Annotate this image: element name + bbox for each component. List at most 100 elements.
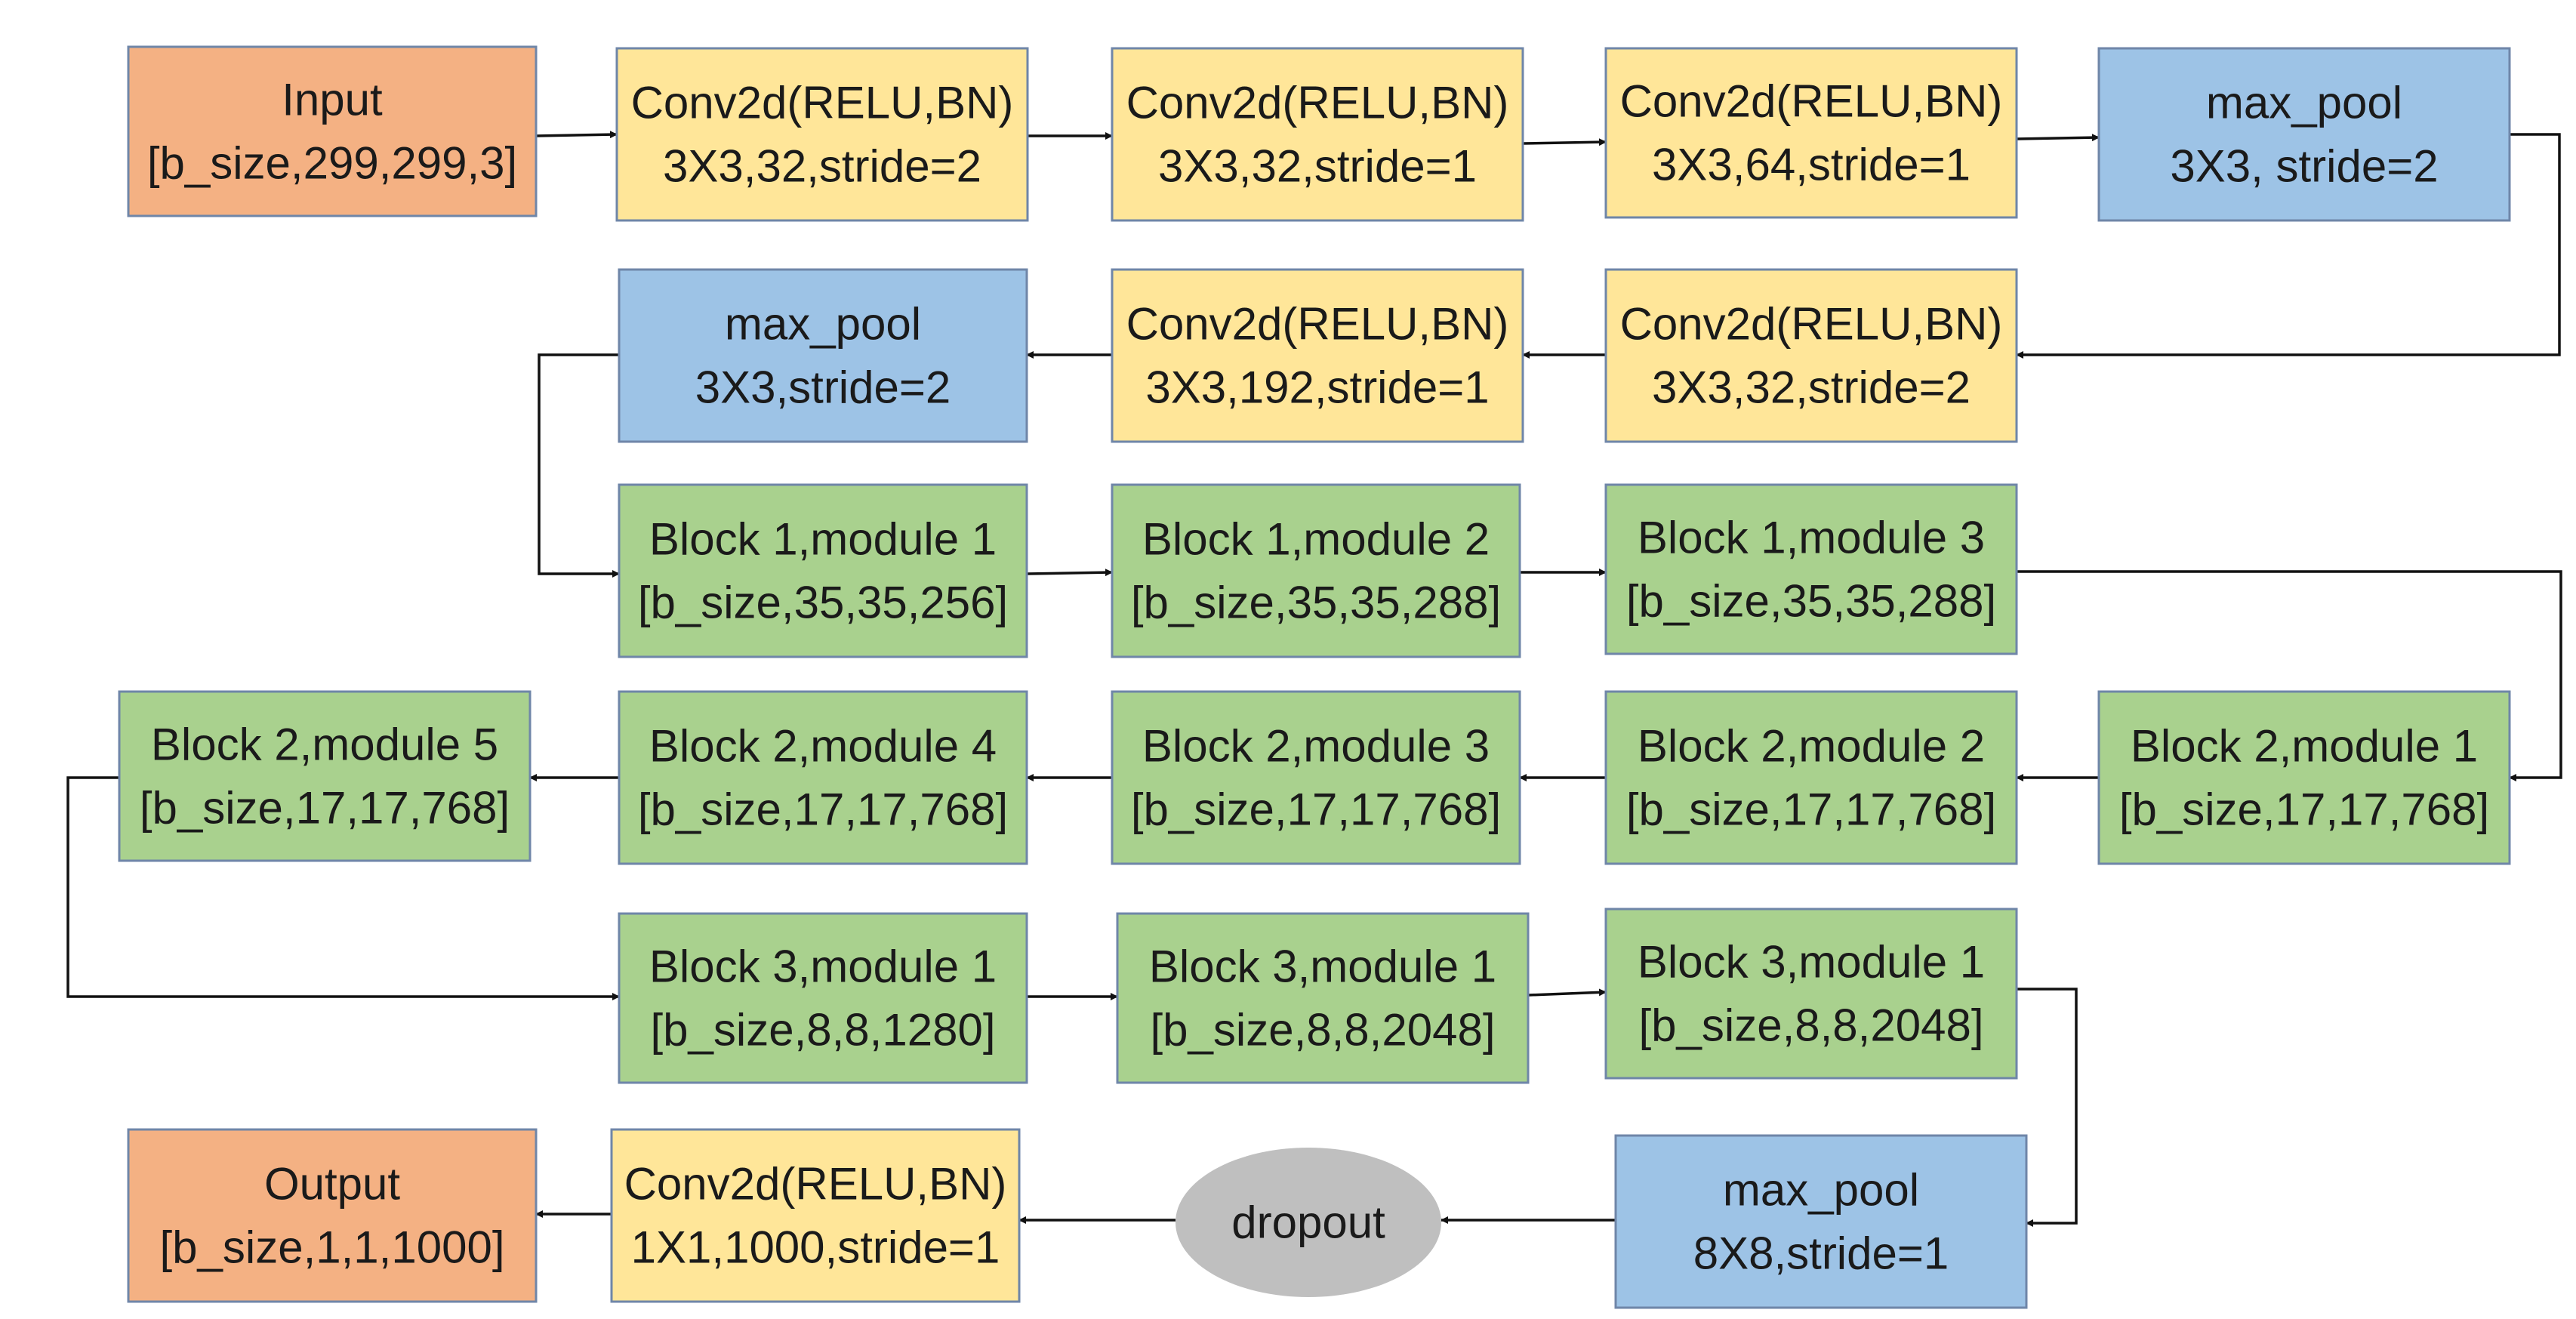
node-label-b3m1b-line-1: [b_size,8,8,2048]	[1150, 1005, 1495, 1056]
node-shape-pool3	[1614, 1134, 2028, 1309]
node-label-output-line-1: [b_size,1,1,1000]	[159, 1222, 504, 1273]
node-conv6: Conv2d(RELU,BN) 1X1,1000,stride=1	[610, 1128, 1021, 1303]
node-b2m1: Block 2,module 1 [b_size,17,17,768]	[2097, 690, 2511, 865]
node-label-b2m3-line-1: [b_size,17,17,768]	[1131, 784, 1501, 835]
edge-input-to-conv1	[535, 131, 618, 139]
node-shape-b2m3	[1111, 690, 1521, 865]
edge-b1m3-to-b2m1	[2017, 570, 2562, 781]
node-shape-dropout	[1176, 1148, 1441, 1297]
node-label-b1m3-line-0: Block 1,module 3	[1638, 513, 1985, 563]
node-label-b3m1c-line-0: Block 3,module 1	[1638, 937, 1985, 988]
node-label-b1m2-line-1: [b_size,35,35,288]	[1131, 578, 1501, 628]
node-shape-conv2	[1111, 47, 1524, 222]
node-label-dropout-line-0: dropout	[1231, 1197, 1385, 1248]
node-label-pool1-line-1: 3X3, stride=2	[2170, 141, 2438, 192]
node-label-b3m1a-line-1: [b_size,8,8,1280]	[650, 1005, 995, 1056]
node-conv4: Conv2d(RELU,BN) 3X3,32,stride=2	[1604, 268, 2018, 443]
node-b3m1c: Block 3,module 1 [b_size,8,8,2048]	[1604, 908, 2018, 1080]
edge-b3m1c-to-pool3	[2017, 988, 2078, 1227]
node-label-conv6-line-0: Conv2d(RELU,BN)	[624, 1159, 1007, 1210]
node-shape-conv3	[1604, 47, 2018, 219]
node-shape-b2m1	[2097, 690, 2511, 865]
node-output: Output [b_size,1,1,1000]	[127, 1128, 538, 1303]
node-shape-conv6	[610, 1128, 1021, 1303]
node-shape-conv5	[1111, 268, 1524, 443]
edge-conv2-to-conv3	[1522, 138, 1607, 146]
node-b2m2: Block 2,module 2 [b_size,17,17,768]	[1604, 690, 2018, 865]
node-b1m2: Block 1,module 2 [b_size,35,35,288]	[1111, 483, 1521, 658]
node-conv1: Conv2d(RELU,BN)3X3,32,stride=2	[615, 47, 1029, 222]
node-shape-conv1	[615, 47, 1029, 222]
node-label-conv3-line-0: Conv2d(RELU,BN)	[1620, 76, 2003, 127]
node-label-conv4-line-1: 3X3,32,stride=2	[1652, 362, 1971, 413]
node-label-b2m2-line-0: Block 2,module 2	[1638, 721, 1985, 772]
node-b2m4: Block 2,module 4 [b_size,17,17,768]	[618, 690, 1028, 865]
node-label-conv5-line-1: 3X3,192,stride=1	[1145, 362, 1489, 413]
node-shape-input	[127, 45, 538, 217]
node-label-b2m2-line-1: [b_size,17,17,768]	[1626, 784, 1996, 835]
node-b2m3: Block 2,module 3 [b_size,17,17,768]	[1111, 690, 1521, 865]
node-shape-b3m1a	[618, 912, 1028, 1084]
node-label-conv2-line-1: 3X3,32,stride=1	[1158, 141, 1477, 192]
node-dropout: dropout	[1176, 1148, 1441, 1297]
node-b1m3: Block 1,module 3 [b_size,35,35,288]	[1604, 483, 2018, 655]
node-label-b2m4-line-1: [b_size,17,17,768]	[638, 784, 1008, 835]
node-shape-b1m2	[1111, 483, 1521, 658]
node-label-pool2-line-0: max_pool	[725, 299, 921, 350]
node-shape-pool2	[618, 268, 1028, 443]
node-shape-pool1	[2097, 47, 2511, 222]
node-b1m1: Block 1,module 1[b_size,35,35,256]	[618, 483, 1028, 658]
node-shape-b2m2	[1604, 690, 2018, 865]
node-pool1: max_pool 3X3, stride=2	[2097, 47, 2511, 222]
node-pool2: max_pool 3X3,stride=2	[618, 268, 1028, 443]
node-b2m5: Block 2,module 5 [b_size,17,17,768]	[118, 690, 532, 862]
nodes-layer: Input[b_size,299,299,3]Conv2d(RELU,BN)3X…	[118, 45, 2511, 1309]
edge-pool2-to-b1m1	[538, 353, 620, 578]
node-conv2: Conv2d(RELU,BN) 3X3,32,stride=1	[1111, 47, 1524, 222]
node-label-b2m1-line-1: [b_size,17,17,768]	[2119, 784, 2489, 835]
node-label-b2m4-line-0: Block 2,module 4	[649, 721, 997, 772]
node-shape-b1m1	[618, 483, 1028, 658]
node-label-input-line-0: Input	[282, 75, 383, 125]
node-label-b1m2-line-0: Block 1,module 2	[1142, 514, 1490, 565]
node-pool3: max_pool 8X8,stride=1	[1614, 1134, 2028, 1309]
node-label-b3m1a-line-0: Block 3,module 1	[649, 941, 997, 992]
node-shape-b2m4	[618, 690, 1028, 865]
node-label-b2m5-line-0: Block 2,module 5	[151, 720, 498, 770]
node-shape-b1m3	[1604, 483, 2018, 655]
node-b3m1a: Block 3,module 1 [b_size,8,8,1280]	[618, 912, 1028, 1084]
node-label-b3m1b-line-0: Block 3,module 1	[1149, 941, 1496, 992]
node-label-pool1-line-0: max_pool	[2206, 78, 2402, 128]
edge-pool1-to-conv4	[2016, 133, 2561, 359]
node-label-b2m1-line-0: Block 2,module 1	[2131, 721, 2478, 772]
node-label-b1m1-line-0: Block 1,module 1	[649, 514, 997, 565]
node-label-b1m3-line-1: [b_size,35,35,288]	[1626, 576, 1996, 627]
node-label-output-line-0: Output	[264, 1159, 400, 1210]
node-label-pool3-line-0: max_pool	[1723, 1165, 1919, 1216]
node-shape-b3m1b	[1116, 912, 1530, 1084]
node-label-pool2-line-1: 3X3,stride=2	[695, 362, 951, 413]
node-label-conv2-line-0: Conv2d(RELU,BN)	[1126, 78, 1509, 128]
node-label-conv4-line-0: Conv2d(RELU,BN)	[1620, 299, 2003, 350]
node-label-b3m1c-line-1: [b_size,8,8,2048]	[1638, 1000, 1983, 1051]
node-shape-conv4	[1604, 268, 2018, 443]
node-b3m1b: Block 3,module 1 [b_size,8,8,2048]	[1116, 912, 1530, 1084]
edge-b1m1-to-b1m2	[1026, 569, 1113, 577]
node-label-b2m3-line-0: Block 2,module 3	[1142, 721, 1490, 772]
node-label-conv6-line-1: 1X1,1000,stride=1	[631, 1222, 1000, 1273]
edges-layer	[66, 131, 2562, 1227]
edge-b3m1b-to-b3m1c	[1527, 988, 1607, 997]
node-input: Input [b_size,299,299,3]	[127, 45, 538, 217]
node-label-conv1-line-0: Conv2d(RELU,BN)	[631, 78, 1014, 128]
node-conv3: Conv2d(RELU,BN)3X3,64,stride=1	[1604, 47, 2018, 219]
node-label-input-line-1: [b_size,299,299,3]	[147, 138, 517, 189]
node-shape-b2m5	[118, 690, 532, 862]
node-conv5: Conv2d(RELU,BN) 3X3,192,stride=1	[1111, 268, 1524, 443]
node-label-pool3-line-1: 8X8,stride=1	[1693, 1228, 1949, 1279]
edge-conv3-to-pool1	[2016, 134, 2100, 142]
node-label-b2m5-line-1: [b_size,17,17,768]	[140, 783, 510, 834]
node-shape-b3m1c	[1604, 908, 2018, 1080]
edge-b2m5-to-b3m1a	[66, 776, 620, 1000]
node-label-conv5-line-0: Conv2d(RELU,BN)	[1126, 299, 1509, 350]
